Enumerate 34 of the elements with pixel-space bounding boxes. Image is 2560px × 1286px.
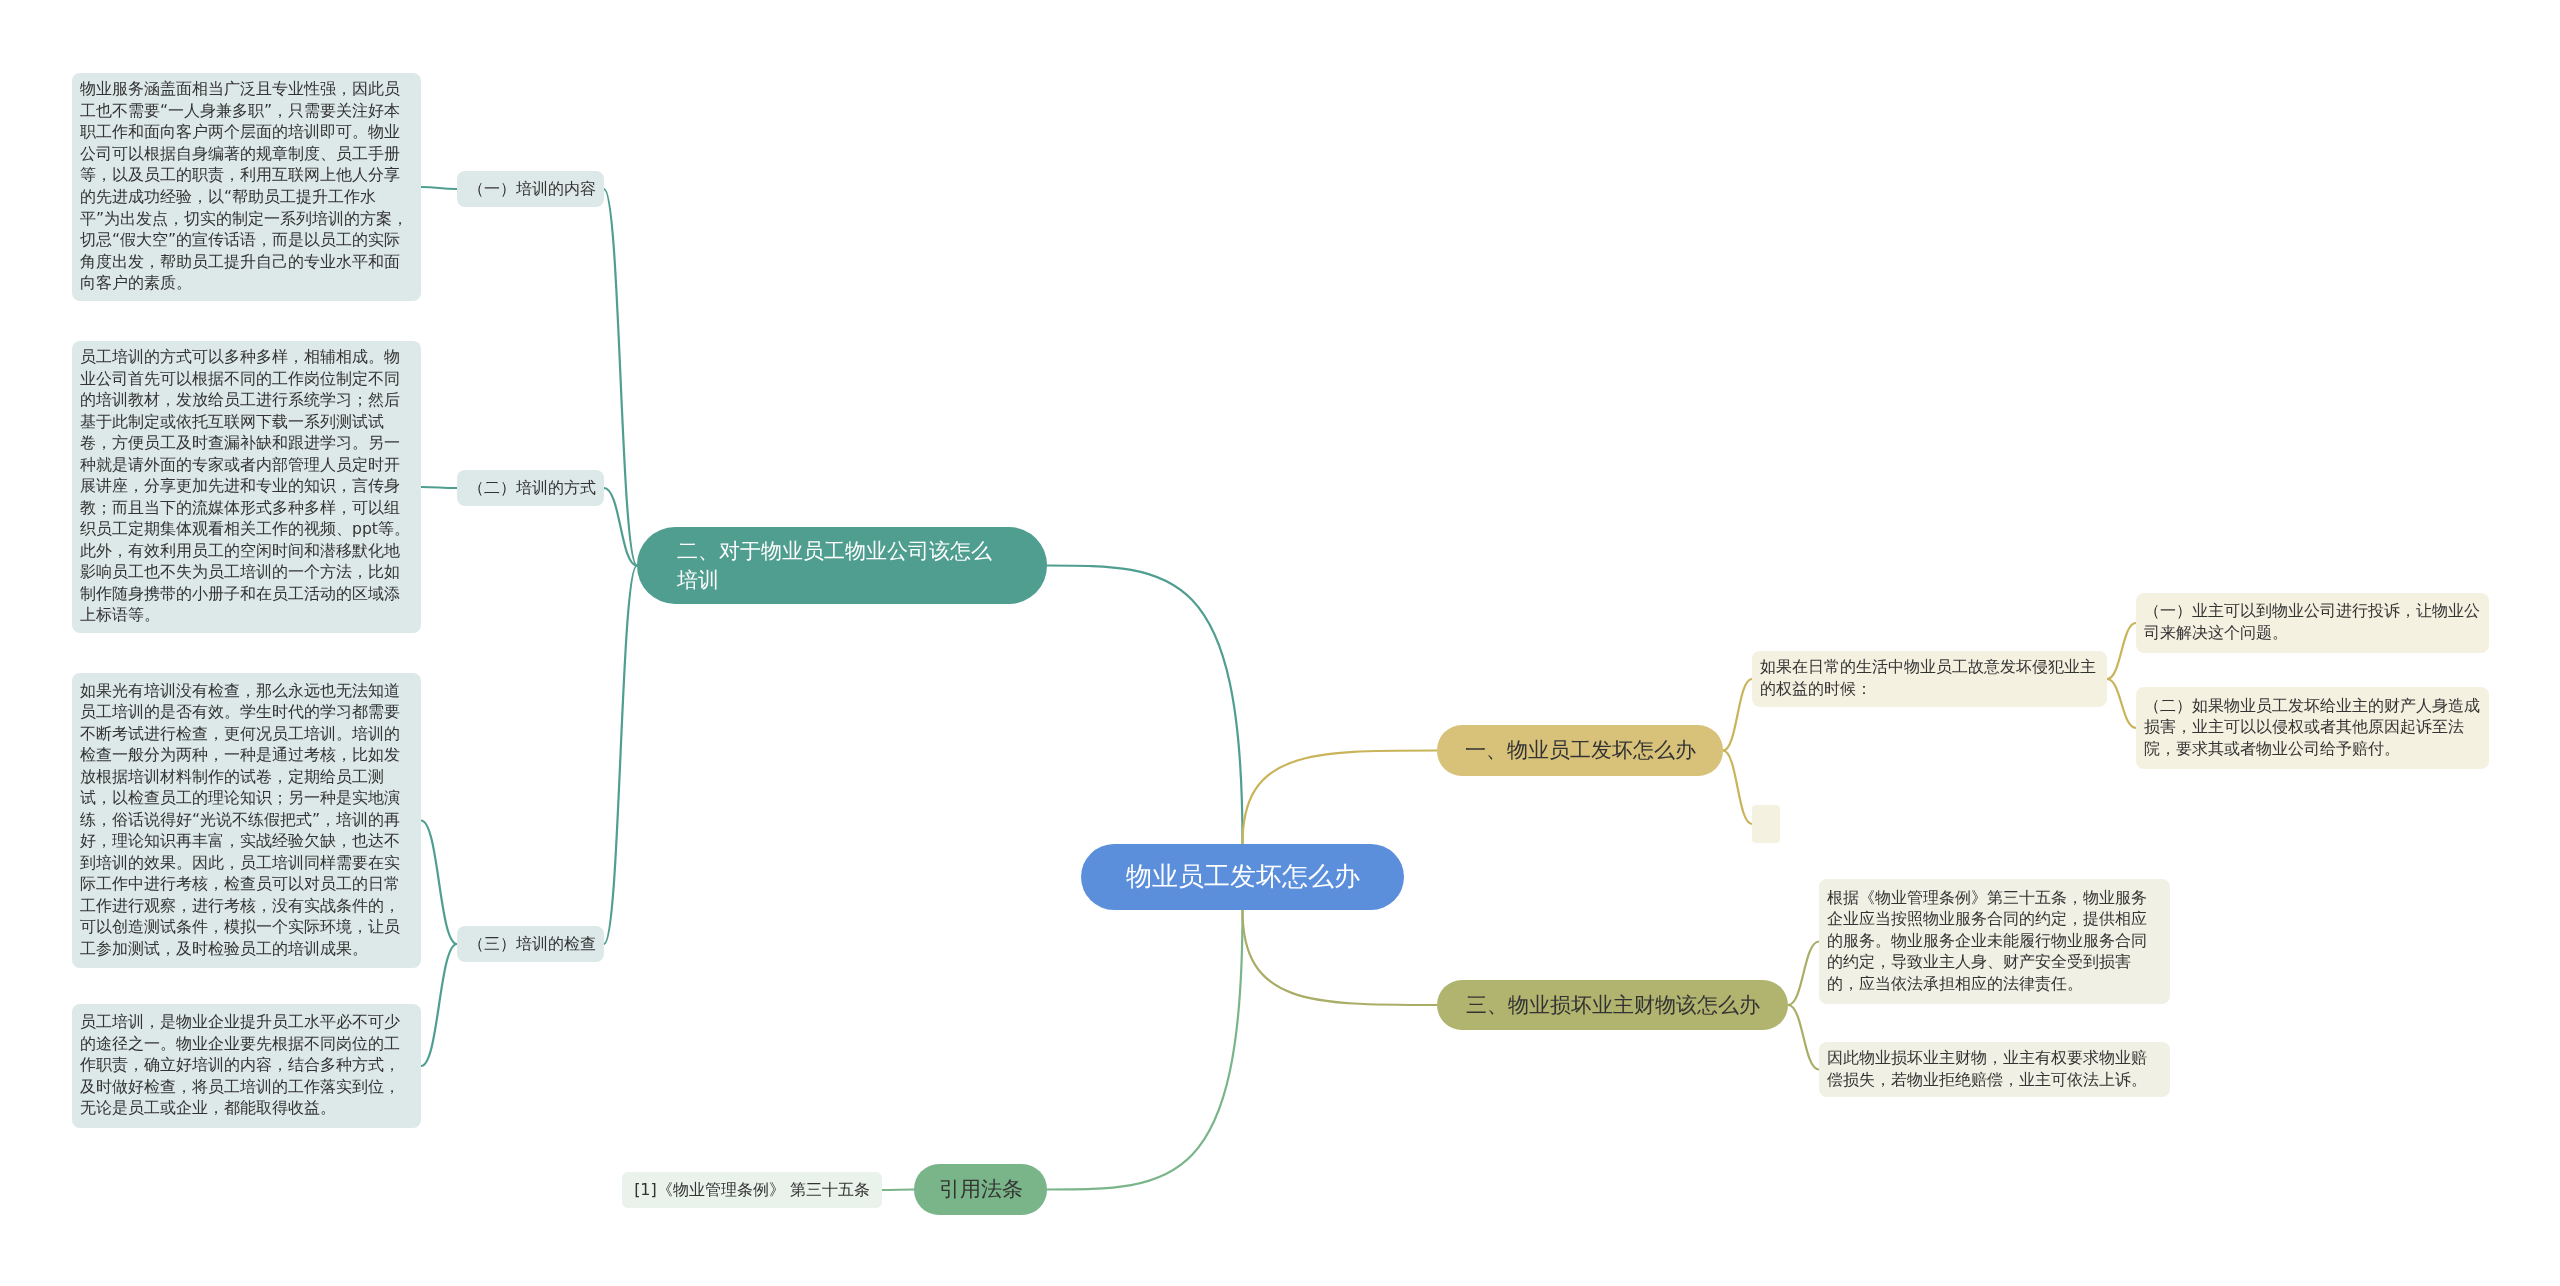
note-box: 员工培训，是物业企业提升员工水平必不可少的途径之一。物业企业要先根据不同岗位的工作职责，确立好培训的内容，结合多种方式，及时做好检查，将员工培训的工作落实到位，无论是员工或企业，都能取得收益。 (72, 1004, 421, 1128)
root-topic: 物业员工发坏怎么办 (1081, 844, 1404, 910)
note-box: 如果在日常的生活中物业员工故意发坏侵犯业主的权益的时候： (1752, 651, 2107, 707)
reference-box: [1]《物业管理条例》 第三十五条 (622, 1172, 882, 1208)
empty-box (1752, 805, 1780, 843)
connector-line (421, 485, 457, 490)
note-box: 因此物业损坏业主财物，业主有权要求物业赔偿损失，若物业拒绝赔偿，业主可依法上诉。 (1819, 1042, 2170, 1097)
connector-line (603, 565, 638, 945)
note-box: 物业服务涵盖面相当广泛且专业性强，因此员工也不需要“一人身兼多职”，只需要关注好本职工作和面向客户两个层面的培训即可。物业公司可以根据自身编著的规章制度、员工手册等，以及员工的职责，利用互联网上他人分享的先进成功经验，以“帮助员工提升工作水平”为出发点，切实的制定一系列培训的方案，切忌“假大空”的宣传话语，而是以员工的实际角度出发，帮助员工提升自己的专业水平和面向客户的素质。 (72, 73, 421, 301)
connector-line (420, 819, 458, 945)
subtopic-box: （二）培训的方式 (457, 470, 604, 506)
note-box: （二）如果物业员工发坏给业主的财产人身造成损害，业主可以以侵权或者其他原因起诉至法院，要求其或者物业公司给予赔付。 (2136, 687, 2489, 769)
connector-line (2106, 677, 2137, 730)
connector-line (1787, 940, 1820, 1007)
note-box: 员工培训的方式可以多种多样，相辅相成。物业公司首先可以根据不同的工作岗位制定不同的培训教材，发放给员工进行系统学习；然后基于此制定或依托互联网下载一系列测试试卷，方便员工及时查漏补缺和跟进学习。另一种就是请外面的专家或者内部管理人员定时开展讲座，分享更加先进和专业的知识，言传身教；而且当下的流媒体形式多种多样，可以组织员工定期集体观看相关工作的视频、ppt等。此外，有效利用员工的空闲时间和潜移默化地影响员工也不失为员工培训的一个方法，比如制作随身携带的小册子和在员工活动的区域添上标语等。 (72, 341, 421, 633)
note-box: 根据《物业管理条例》第三十五条，物业服务企业应当按照物业服务合同的约定，提供相应的服务。物业服务企业未能履行物业服务合同的约定，导致业主人身、财产安全受到损害的，应当依法承担相应的法律责任。 (1819, 879, 2170, 1004)
connector-line (603, 188, 638, 566)
note-box: 如果光有培训没有检查，那么永远也无法知道员工培训的是否有效。学生时代的学习都需要不断考试进行检查，更何况员工培训。培训的检查一般分为两种，一种是通过考核，比如发放根据培训材料制作的试卷，定期给员工测试，以检查员工的理论知识；另一种是实地演练，俗话说得好“光说不练假把式”，培训的再好，理论知识再丰富，实战经验欠缺，也达不到培训的效果。因此，员工培训同样需要在实际工作中进行考核，检查员可以对员工的日常工作进行观察，进行考核，没有实战条件的，可以创造测试条件，模拟一个实际环境，让员工参加测试，及时检验员工的培训成果。 (72, 673, 421, 968)
branch-topic: 一、物业员工发坏怎么办 (1437, 725, 1723, 776)
connector-line (1241, 749, 1437, 845)
connector-line (1241, 909, 1437, 1007)
subtopic-box: （三）培训的检查 (457, 926, 604, 962)
branch-topic: 三、物业损坏业主财物该怎么办 (1437, 980, 1788, 1030)
connector-line (603, 486, 638, 567)
note-box: （一）业主可以到物业公司进行投诉，让物业公司来解决这个问题。 (2136, 593, 2489, 653)
branch-topic: 二、对于物业员工物业公司该怎么培训 (637, 527, 1047, 604)
subtopic-box: （一）培训的内容 (457, 171, 604, 207)
connector-line (2106, 621, 2137, 681)
branch-topic: 引用法条 (914, 1164, 1047, 1215)
connector-line (421, 185, 457, 191)
connector-line (1722, 678, 1753, 752)
connector-line (1787, 1003, 1820, 1071)
connector-line (882, 1188, 914, 1192)
connector-line (420, 943, 458, 1067)
